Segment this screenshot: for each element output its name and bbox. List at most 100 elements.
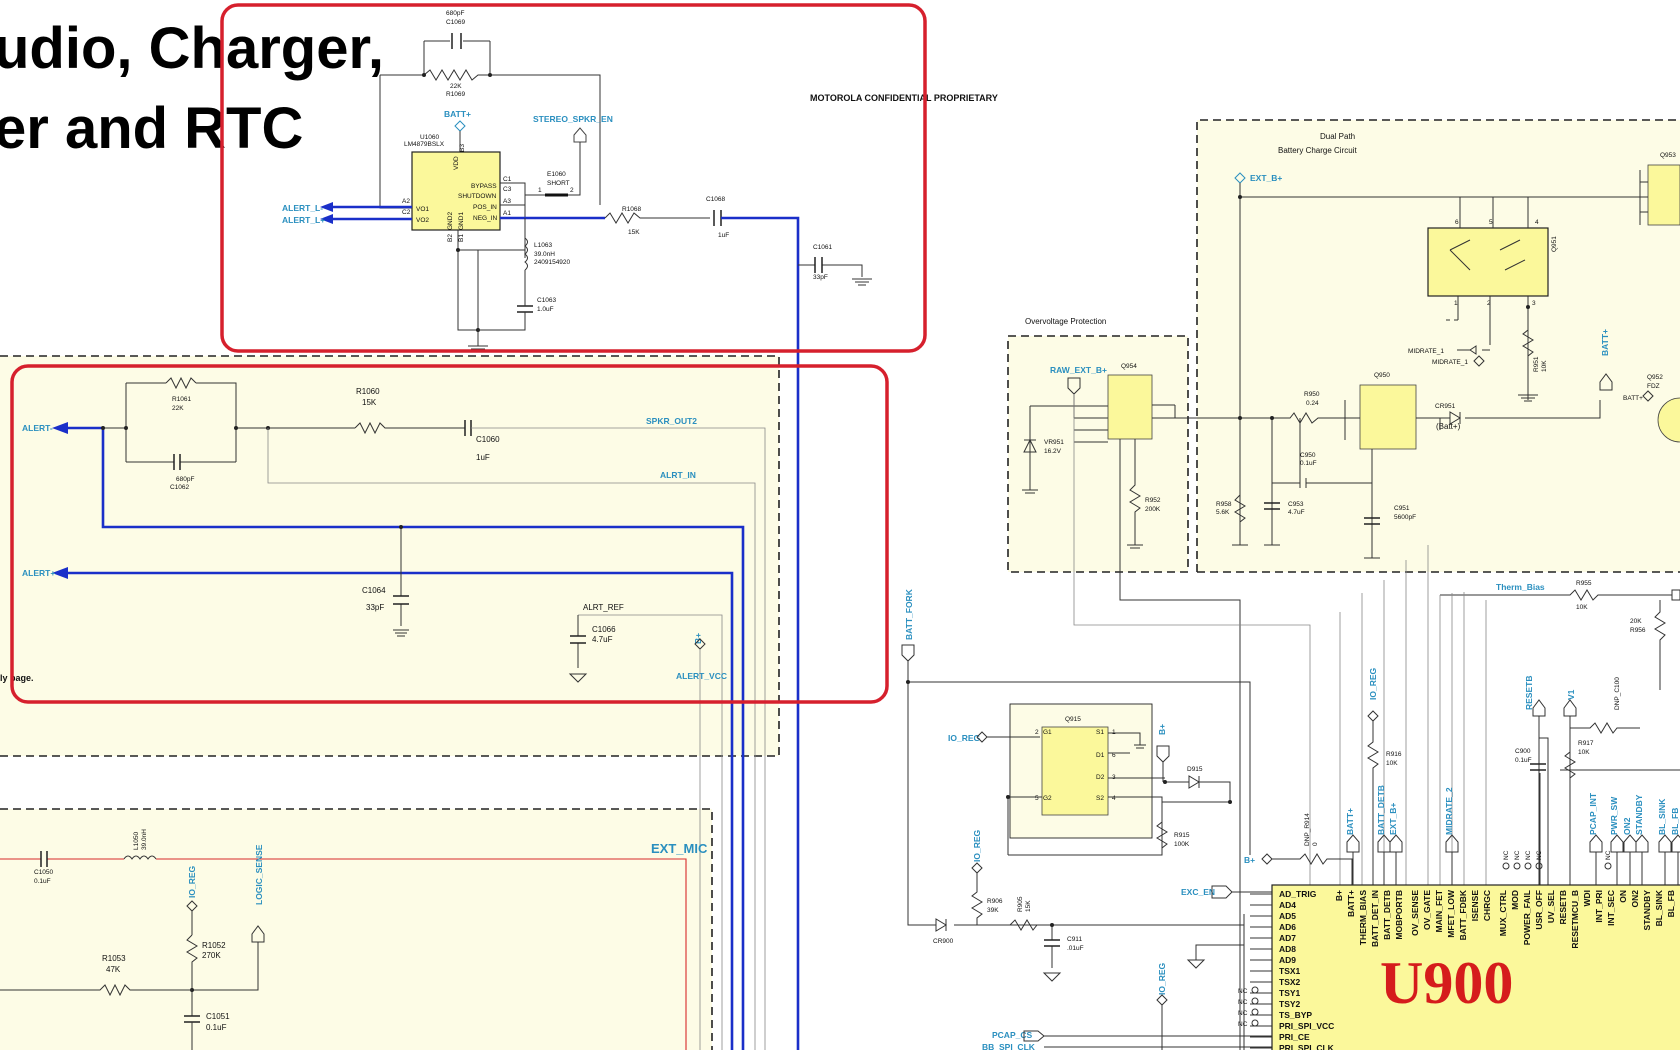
u1060-part: LM4879BSLX [404,141,445,148]
u900-top-pin-label: RESETB [1558,890,1568,924]
nc-circle-icon [1604,862,1612,870]
q951-chip [1427,227,1549,297]
alert-l-minus-label: ALERT_L- [282,203,323,213]
midrate-1a: MIDRATE_1 [1408,348,1444,355]
raw-ext-label: RAW_EXT_B+ [1050,365,1107,375]
alert-circuit: ALERT- ALERT+ R1061 22K 680pF C1062 R106… [0,376,766,1050]
u1060-pin-b1: B1 [458,234,465,242]
r1068-value: 15K [628,229,640,236]
c953-value: 4.7uF [1288,509,1305,516]
batt-fork-port-icon [901,644,915,662]
nc-top-label: NC [1514,850,1521,860]
c911-value: .01uF [1067,945,1084,952]
ad-ground [1186,959,1206,969]
r956-resistor [1654,600,1666,690]
u1060-pin-a2: A2 [402,198,410,205]
u1060-vo2: VO2 [416,217,429,224]
q954-mosfet [1107,374,1153,440]
q952-mosfet [1657,397,1680,443]
stereo-en-label: STEREO_SPKR_EN [533,114,613,124]
nc-label: NC [1238,988,1248,995]
q915-num-5: 5 [1035,795,1039,802]
l1050-value: 39.0nH [141,829,148,850]
batt-plus-diamond-icon [1642,390,1654,402]
u900-vertical-net-label: PCAP_INT [1588,792,1598,835]
c1069-ref: C1069 [446,19,466,26]
node [101,426,105,430]
c1060-value: 1uF [476,453,490,462]
u900-top-pin-label: MOBPORTB [1394,890,1404,940]
r952-ground [1127,544,1143,549]
q954-label: Q954 [1121,363,1137,370]
ovp-block-bg [1008,336,1188,572]
charger-circuit: Dual Path Battery Charge Circuit EXT_B+ … [1188,132,1680,690]
r1061-ref: R1061 [172,396,192,403]
alert-l-plus-arrow [320,214,333,224]
resetb-wires [1538,716,1549,885]
vr951-value: 16.2V [1044,448,1062,455]
raw-ext-port-icon [1067,377,1081,395]
u1060-pin-c3: C3 [503,186,512,193]
alert-block-bg [0,356,779,756]
logic-sense-port-icon [251,925,265,943]
r917-ref: R917 [1578,740,1594,747]
c1061-ref: C1061 [813,244,833,251]
r951-resistor [1522,329,1534,395]
r1060-resistor [354,421,465,435]
charger-vertical-wires [1239,418,1373,558]
net-port-icon [1589,834,1603,853]
r952-ref: R952 [1145,497,1161,504]
u1060-gnd2: GND2 [447,212,454,230]
u900-left-pins: AD_TRIGAD4AD5AD6AD7AD8AD9TSX1TSX2TSY1TSY… [1250,889,1335,1053]
charger-batt-label: BATT+ [1600,329,1610,356]
u900-pin-label: PRI_CE [1279,1032,1310,1042]
nc-top-label: NC [1536,850,1543,860]
u900-vertical-net-label: BATT+ [1345,808,1355,835]
nc-top-label: NC [1503,850,1510,860]
nc-circle-icon [1251,1008,1259,1016]
therm-connector [1671,589,1680,601]
dnp-r914-value: 0 [1312,842,1319,846]
u900-pin-label: AD4 [1279,900,1296,910]
amp-output-bus [721,216,800,1050]
r958-resistor [1234,494,1246,523]
ext-mic-block-bg [0,809,712,1050]
node [456,248,460,252]
r1060-ref: R1060 [356,387,380,396]
batt-plus-ref: BATT+ [1623,395,1643,402]
alert-vcc-label: ALERT_VCC [676,671,727,681]
c1063-value: 1.0uF [537,306,554,313]
u900-top-pin-label: BL_FB [1666,890,1676,917]
u900-top-pin-label: MOD [1510,890,1520,910]
cr951-diode [1449,411,1461,425]
d915-label: D915 [1187,766,1203,773]
u900-pin-label: TSX1 [1279,966,1301,976]
c1060-ref: C1060 [476,435,500,444]
c951-value: 5600pF [1394,514,1416,521]
c911-capacitor [1044,939,1060,947]
b-plus-port-icon [694,638,706,650]
c1068-ref: C1068 [706,196,726,203]
midrate-1b: MIDRATE_1 [1432,359,1468,366]
u900-chip [1271,884,1680,1055]
dnp-r914-resistor [1272,853,1353,885]
amplifier-circuit: 680pF C1069 22K R1069 BATT+ STEREO_SPKR_… [282,10,872,1050]
page-title-line2: er and RTC [0,96,303,161]
u900-vertical-net-label: BL_FB [1670,808,1680,835]
node [488,73,492,77]
spi-wires [1044,1035,1272,1048]
u900-top-pin-label: POWER_FAIL [1522,890,1532,945]
r1061-value: 22K [172,405,184,412]
u900-top-pin-label: BATT_DETB [1382,890,1392,940]
c1063-wire [478,270,526,331]
u1060-vo1: VO1 [416,206,429,213]
u1060-shutdown: SHUTDOWN [458,193,497,200]
c953-ref: C953 [1288,501,1304,508]
u900-pin-label: TS_BYP [1279,1010,1312,1020]
r1061-c1062-network [103,382,268,463]
u900-pin-label: AD7 [1279,933,1296,943]
c900-value: 0.1uF [1515,757,1532,764]
l1063-ref: L1063 [534,242,552,249]
d915-diode [1188,775,1200,789]
nc-circle-icon [1524,862,1532,870]
